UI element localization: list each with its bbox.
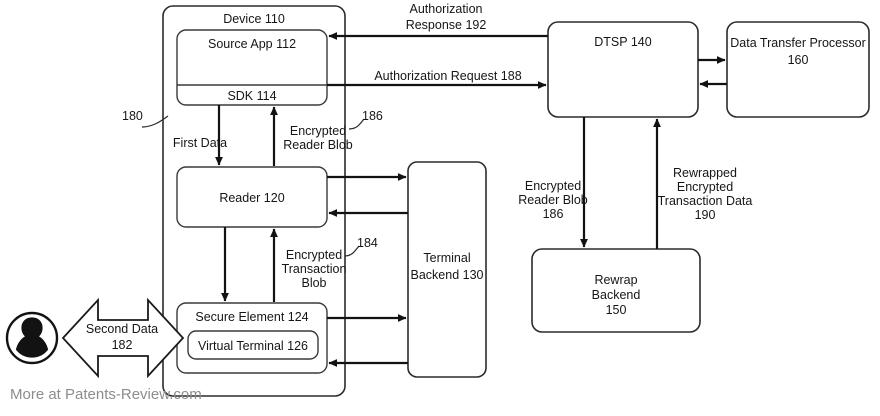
erb-down-label-2: Reader Blob bbox=[518, 193, 588, 207]
connector-reader-terminal-backend bbox=[327, 173, 408, 217]
watermark-text: More at Patents-Review.com bbox=[10, 386, 202, 403]
first-data-label: First Data bbox=[173, 136, 227, 150]
terminal-backend-group: Terminal Backend 130 bbox=[407, 161, 487, 378]
connector-encrypted-transaction-blob-up: Encrypted Transaction Blob 184 bbox=[270, 228, 378, 302]
connector-encrypted-reader-blob-up: Encrypted Reader Blob 186 bbox=[270, 106, 383, 166]
terminal-backend-label-2: Backend 130 bbox=[411, 268, 484, 282]
connector-dtsp-data-transfer-processor bbox=[698, 56, 727, 88]
encrypted-transaction-blob-label-2: Transaction bbox=[282, 262, 347, 276]
encrypted-transaction-blob-ref: 184 bbox=[357, 236, 378, 250]
second-data-double-arrow bbox=[61, 297, 185, 379]
connector-rewrapped-up: Rewrapped Encrypted Transaction Data 190 bbox=[653, 118, 753, 249]
terminal-backend-box bbox=[407, 161, 487, 378]
rewrap-backend-label-3: 150 bbox=[606, 303, 627, 317]
connector-secure-element-terminal-backend bbox=[327, 314, 408, 367]
sdk-label: SDK 114 bbox=[227, 89, 276, 103]
rewrap-backend-group: Rewrap Backend 150 bbox=[531, 248, 701, 333]
erb-down-label-1: Encrypted bbox=[525, 179, 581, 193]
source-app-group: Source App 112 SDK 114 bbox=[176, 29, 328, 106]
dtsp-box bbox=[547, 21, 699, 118]
avatar-ring bbox=[5, 311, 59, 365]
secure-element-group: Secure Element 124 Virtual Terminal 126 bbox=[176, 302, 328, 374]
dtsp-group: DTSP 140 bbox=[547, 21, 699, 118]
encrypted-reader-blob-label-2: Reader Blob bbox=[283, 138, 353, 152]
dtsp-label: DTSP 140 bbox=[594, 35, 651, 49]
terminal-backend-label-1: Terminal bbox=[423, 251, 470, 265]
encrypted-transaction-blob-label-1: Encrypted bbox=[286, 248, 342, 262]
rewrap-backend-label-1: Rewrap bbox=[594, 273, 637, 287]
reader-group: Reader 120 bbox=[176, 166, 328, 228]
encrypted-reader-blob-leader-line bbox=[348, 118, 365, 130]
virtual-terminal-label: Virtual Terminal 126 bbox=[198, 339, 308, 353]
device-title: Device 110 bbox=[223, 12, 285, 26]
source-app-box bbox=[176, 29, 328, 106]
connector-erb-down: Encrypted Reader Blob 186 bbox=[518, 117, 588, 248]
second-data-arrow-group: Second Data 182 bbox=[61, 297, 185, 379]
authorization-response-label-2: Response 192 bbox=[406, 18, 487, 32]
second-data-label-2: 182 bbox=[112, 338, 133, 352]
rewrapped-label-2: Encrypted bbox=[677, 180, 733, 194]
rewrap-backend-box bbox=[531, 248, 701, 333]
second-data-label-1: Second Data bbox=[86, 322, 158, 336]
rewrapped-label-4: 190 bbox=[695, 208, 716, 222]
first-data-ref: 180 bbox=[122, 109, 143, 123]
virtual-terminal-box bbox=[187, 330, 319, 360]
authorization-response-label-1: Authorization bbox=[410, 2, 483, 16]
source-app-label: Source App 112 bbox=[208, 37, 296, 51]
encrypted-reader-blob-ref: 186 bbox=[362, 109, 383, 123]
rewrap-backend-label-2: Backend bbox=[592, 288, 641, 302]
data-transfer-processor-box bbox=[726, 21, 870, 118]
data-transfer-processor-group: Data Transfer Processor 160 bbox=[726, 21, 870, 118]
reader-label: Reader 120 bbox=[219, 191, 284, 205]
first-data-leader-line bbox=[141, 115, 169, 128]
data-transfer-processor-label-1: Data Transfer Processor bbox=[730, 36, 865, 50]
data-transfer-processor-label-2: 160 bbox=[788, 53, 809, 67]
avatar-person-glyph bbox=[15, 317, 49, 358]
connector-authorization-request: Authorization Request 188 bbox=[327, 69, 547, 89]
rewrapped-label-1: Rewrapped bbox=[673, 166, 737, 180]
secure-element-label: Secure Element 124 bbox=[195, 310, 308, 324]
connector-authorization-response: Authorization Response 192 bbox=[328, 2, 548, 40]
encrypted-reader-blob-label-1: Encrypted bbox=[290, 124, 346, 138]
authorization-request-label: Authorization Request 188 bbox=[374, 69, 521, 83]
encrypted-transaction-blob-label-3: Blob bbox=[301, 276, 326, 290]
user-avatar-icon bbox=[5, 311, 59, 365]
rewrapped-label-3: Transaction Data bbox=[658, 194, 753, 208]
erb-down-label-3: 186 bbox=[543, 207, 564, 221]
encrypted-transaction-blob-leader-line bbox=[344, 245, 360, 257]
reader-box bbox=[176, 166, 328, 228]
connector-first-data: First Data 180 bbox=[122, 105, 227, 166]
